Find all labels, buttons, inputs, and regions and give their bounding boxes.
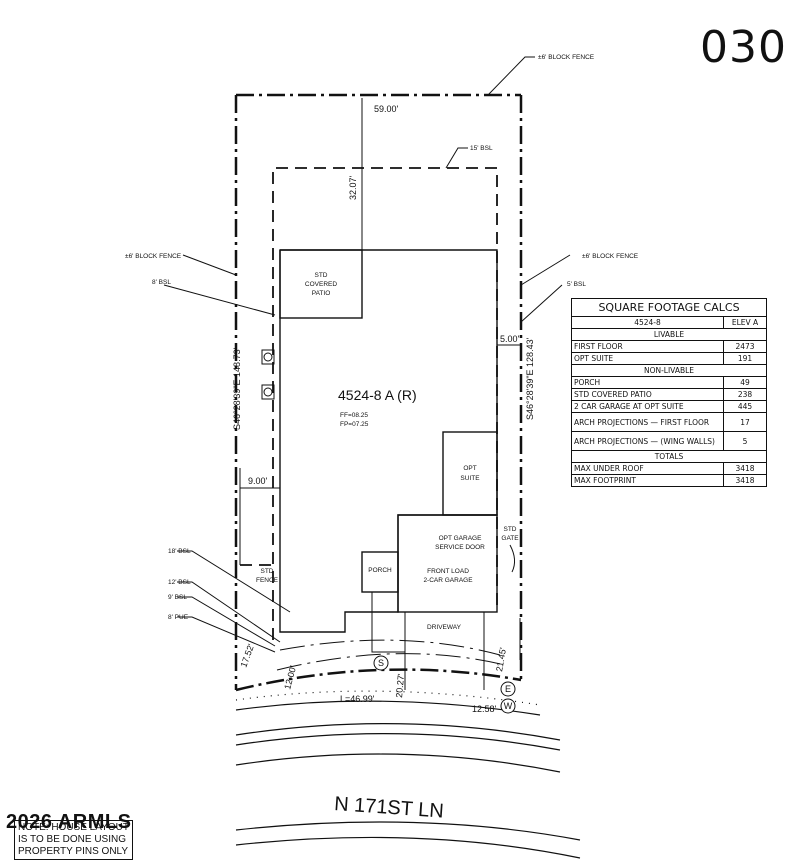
callout-bsl-18: 18' BSL <box>168 548 191 555</box>
table-title: SQUARE FOOTAGE CALCS <box>571 298 767 317</box>
dim-front-left: 17.52' <box>238 642 256 668</box>
garage-label-1: FRONT LOAD <box>427 568 469 575</box>
callout-bsl-9: 9' BSL <box>168 594 187 601</box>
fp-label: FP=07.25 <box>340 421 369 428</box>
std-gate-label-1: STD <box>504 526 517 533</box>
dim-side-left: 9.00' <box>248 476 268 486</box>
driveway-area <box>276 592 506 690</box>
std-fence-label-2: FENCE <box>256 577 279 584</box>
row-label: PORCH <box>571 376 724 389</box>
note-line: PROPERTY PINS ONLY <box>18 846 129 857</box>
table-row: ARCH PROJECTIONS — FIRST FLOOR 17 <box>571 412 767 432</box>
garage-door-label-1: OPT GARAGE <box>439 535 483 542</box>
table-livable-header: LIVABLE <box>571 328 767 341</box>
row-value: 2473 <box>723 340 767 353</box>
row-value: 445 <box>723 400 767 413</box>
patio-label-3: PATIO <box>312 290 331 297</box>
marker-w: W <box>504 701 513 711</box>
std-gate-label-2: GATE <box>501 535 519 542</box>
plan-name: 4524-8 A (R) <box>338 387 417 403</box>
porch-label: PORCH <box>368 567 392 574</box>
std-fence-label-1: STD <box>261 568 274 575</box>
square-footage-table: SQUARE FOOTAGE CALCS 4524-8 ELEV A LIVAB… <box>571 298 767 487</box>
row-value: 238 <box>723 388 767 401</box>
layout-note: NOTE: HOUSE LAYOUT IS TO BE DONE USING P… <box>14 820 133 860</box>
row-label: FIRST FLOOR <box>571 340 724 353</box>
table-row: OPT SUITE 191 <box>571 352 767 365</box>
markers <box>373 544 521 714</box>
table-nonlivable-header: NON-LIVABLE <box>571 364 767 377</box>
lot-number: 030 <box>700 22 787 73</box>
table-row: STD COVERED PATIO 238 <box>571 388 767 401</box>
row-value: 49 <box>723 376 767 389</box>
table-totals-header: TOTALS <box>571 450 767 463</box>
dim-left-bearing: S46°28'39"E 148.73' <box>232 347 242 430</box>
row-label: STD COVERED PATIO <box>571 388 724 401</box>
marker-e: E <box>505 684 511 694</box>
callout-block-fence-right: ±6' BLOCK FENCE <box>582 253 639 260</box>
row-label: ARCH PROJECTIONS — FIRST FLOOR <box>571 412 724 432</box>
ff-label: FF=08.25 <box>340 412 368 419</box>
callout-bsl-15: 15' BSL <box>470 145 493 152</box>
garage-label-2: 2-CAR GARAGE <box>423 577 473 584</box>
opt-suite-label-2: SUITE <box>460 475 480 482</box>
row-value: 3418 <box>723 462 767 475</box>
note-line: IS TO BE DONE USING <box>18 834 126 845</box>
dim-rear-setback: 32.07' <box>348 175 358 200</box>
row-label: ARCH PROJECTIONS — (WING WALLS) <box>571 431 724 451</box>
row-value: 17 <box>723 412 767 432</box>
table-plan-col: 4524-8 <box>571 316 724 329</box>
ac-units <box>261 349 275 400</box>
callout-block-fence-left: ±6' BLOCK FENCE <box>125 253 182 260</box>
dim-right-bearing: S46°28'39"E 128.43' <box>525 337 535 420</box>
callout-bsl-8: 8' BSL <box>152 279 171 286</box>
dim-top: 59.00' <box>374 104 399 114</box>
table-row: ARCH PROJECTIONS — (WING WALLS) 5 <box>571 431 767 451</box>
table-row: 2 CAR GARAGE AT OPT SUITE 445 <box>571 400 767 413</box>
leader-lines <box>163 56 571 653</box>
row-value: 3418 <box>723 474 767 487</box>
row-label: OPT SUITE <box>571 352 724 365</box>
garage-door-label-2: SERVICE DOOR <box>435 544 485 551</box>
callout-bsl-12: 12' BSL <box>168 579 191 586</box>
table-row: MAX UNDER ROOF 3418 <box>571 462 767 475</box>
dim-arc-length: L=46.99' <box>340 694 375 704</box>
table-elev-col: ELEV A <box>723 316 767 329</box>
dim-front-20: 20.27' <box>394 673 406 698</box>
dim-side-right: 5.00' <box>500 334 520 344</box>
road-curves <box>235 690 581 859</box>
row-value: 5 <box>723 431 767 451</box>
row-label: MAX UNDER ROOF <box>571 462 724 475</box>
note-line: NOTE: HOUSE LAYOUT <box>18 822 129 833</box>
callout-bsl-5: 5' BSL <box>567 281 586 288</box>
row-value: 191 <box>723 352 767 365</box>
dim-front-right-a: 21.45' <box>494 646 508 672</box>
table-row: PORCH 49 <box>571 376 767 389</box>
row-label: MAX FOOTPRINT <box>571 474 724 487</box>
driveway-label: DRIVEWAY <box>427 624 462 631</box>
patio-label-2: COVERED <box>305 281 337 288</box>
callout-pue-8: 8' PUE <box>168 614 189 621</box>
opt-suite-label-1: OPT <box>463 465 476 472</box>
dim-front-right-b: 12.58' <box>472 704 497 714</box>
patio-label-1: STD <box>315 272 328 279</box>
marker-s: S <box>378 658 384 668</box>
watermark: 2026 ARMLS <box>6 811 132 833</box>
row-label: 2 CAR GARAGE AT OPT SUITE <box>571 400 724 413</box>
table-row: FIRST FLOOR 2473 <box>571 340 767 353</box>
table-row: MAX FOOTPRINT 3418 <box>571 474 767 487</box>
callout-block-fence-top: ±6' BLOCK FENCE <box>538 54 595 61</box>
